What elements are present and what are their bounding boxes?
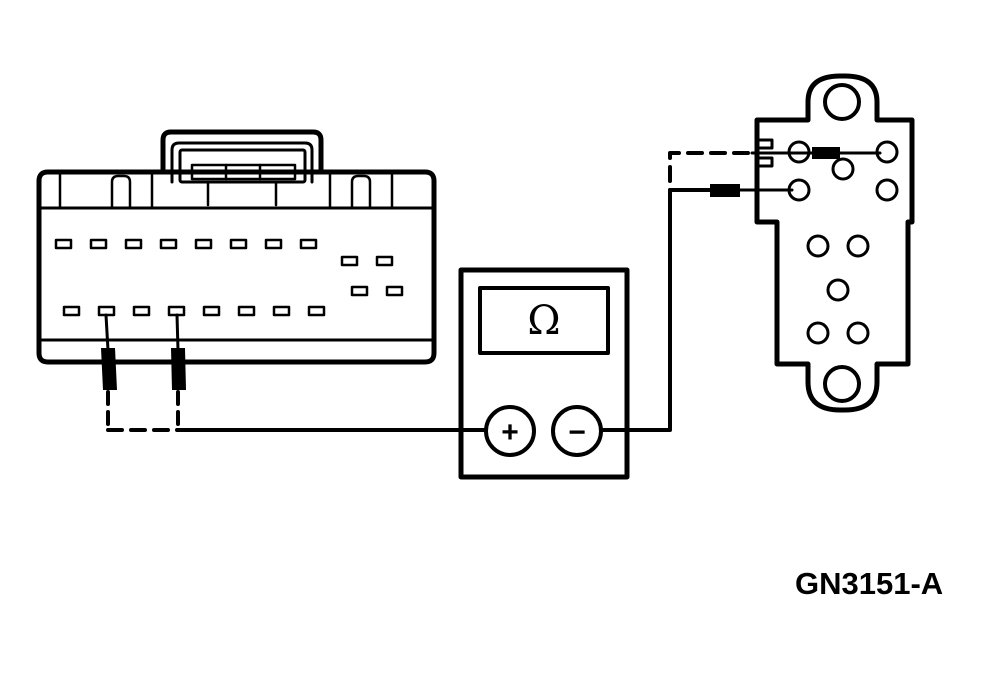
probe-left xyxy=(101,313,117,432)
ohm-symbol: Ω xyxy=(527,298,560,344)
plus-sign: + xyxy=(501,416,519,449)
terminal-row-lower xyxy=(62,305,326,317)
probe-switch-upper xyxy=(750,147,882,159)
ohmmeter: Ω + − xyxy=(458,267,630,480)
switch-component xyxy=(754,73,915,413)
figure-id: GN3151-A xyxy=(795,566,944,601)
probe-right xyxy=(171,313,186,432)
dashed-lead-switch xyxy=(668,151,754,252)
minus-sign: − xyxy=(568,416,586,449)
harness-connector xyxy=(36,129,437,365)
terminal-row-upper xyxy=(54,238,318,250)
mount-hole-bottom xyxy=(823,365,861,403)
mount-hole-top xyxy=(823,83,861,121)
probe-switch-lower xyxy=(710,184,794,197)
positive-terminal xyxy=(484,405,536,457)
meter-display xyxy=(478,286,610,355)
negative-lead xyxy=(599,188,712,432)
terminal-pairs-right xyxy=(340,255,404,297)
